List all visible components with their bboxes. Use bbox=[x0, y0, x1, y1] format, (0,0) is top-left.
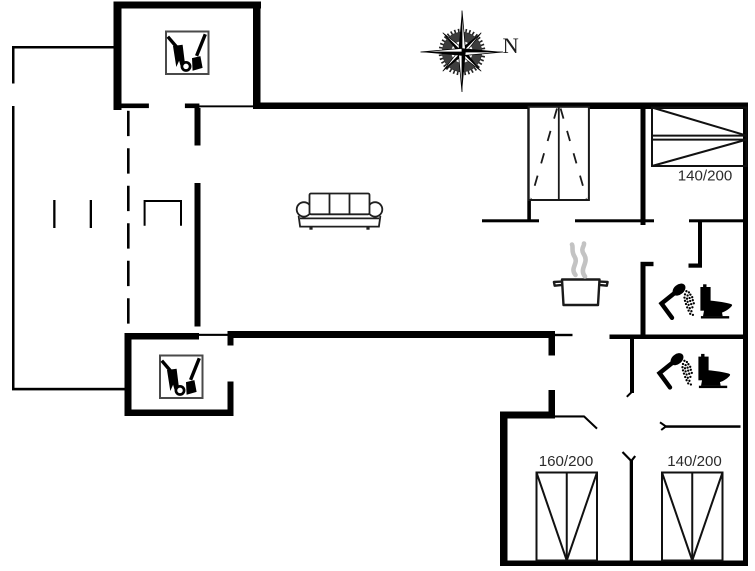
svg-text:140/200: 140/200 bbox=[678, 168, 733, 185]
svg-text:N: N bbox=[503, 33, 519, 58]
svg-text:160/200: 160/200 bbox=[539, 453, 594, 470]
svg-text:140/200: 140/200 bbox=[667, 453, 722, 470]
